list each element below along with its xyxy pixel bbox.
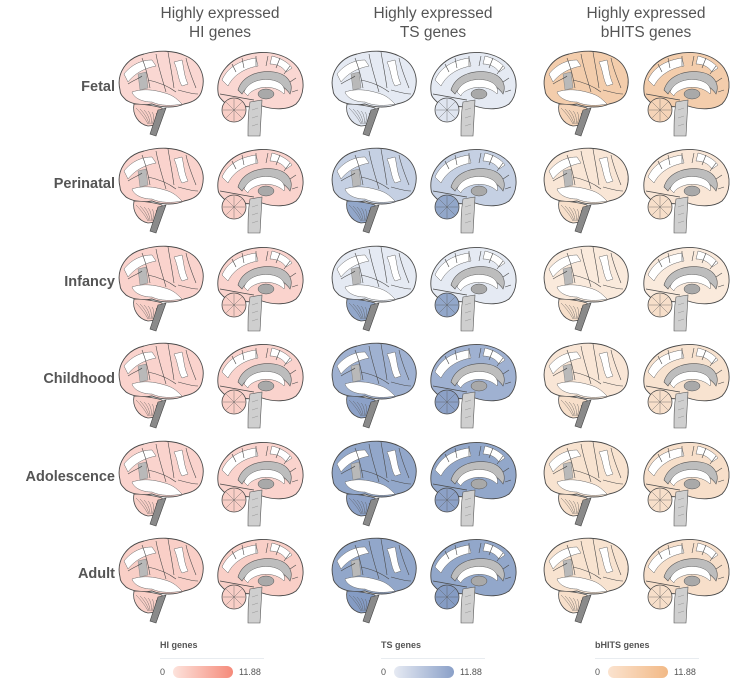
row-label-infancy: Infancy [64, 274, 115, 290]
legend-max-value: 11.88 [239, 667, 261, 677]
column-header-hi: Highly expressed HI genes [120, 4, 320, 42]
column-header-line1: Highly expressed [586, 5, 706, 22]
column-header-line2: bHITS genes [600, 24, 692, 41]
medial-brain-view [425, 531, 521, 632]
medial-brain-view [212, 141, 308, 242]
lateral-brain-view [537, 336, 633, 437]
legend-divider [595, 658, 699, 659]
lateral-brain-view [325, 44, 421, 145]
medial-brain-view [212, 434, 308, 535]
medial-brain-view [425, 141, 521, 242]
lateral-brain-view [325, 141, 421, 242]
medial-brain-view [212, 239, 308, 340]
lateral-brain-view [112, 239, 208, 340]
legend-gradient-bar [173, 666, 233, 678]
lateral-brain-view [325, 531, 421, 632]
medial-brain-view [425, 44, 521, 145]
lateral-brain-view [112, 44, 208, 145]
medial-brain-view [425, 434, 521, 535]
legend-gradient-bar [608, 666, 668, 678]
lateral-brain-view [325, 434, 421, 535]
legend-gradient-bar [394, 666, 454, 678]
medial-brain-view [212, 531, 308, 632]
column-header-line1: Highly expressed [160, 5, 280, 22]
lateral-brain-view [325, 336, 421, 437]
medial-brain-view [638, 141, 734, 242]
lateral-brain-view [537, 141, 633, 242]
row-label-adult: Adult [77, 566, 115, 582]
legend-max-value: 11.88 [460, 667, 482, 677]
legend-divider [160, 658, 264, 659]
column-header-line1: Highly expressed [373, 5, 493, 22]
legend-min-value: 0 [160, 667, 166, 677]
lateral-brain-view [537, 44, 633, 145]
row-label-fetal: Fetal [81, 79, 115, 95]
lateral-brain-view [112, 336, 208, 437]
medial-brain-view [638, 336, 734, 437]
medial-brain-view [212, 44, 308, 145]
row-label-adolescence: Adolescence [25, 469, 115, 485]
medial-brain-view [638, 239, 734, 340]
column-header-bhits: Highly expressed bHITS genes [546, 4, 746, 42]
medial-brain-view [425, 239, 521, 340]
lateral-brain-view [325, 239, 421, 340]
lateral-brain-view [537, 531, 633, 632]
lateral-brain-view [112, 434, 208, 535]
lateral-brain-view [112, 141, 208, 242]
column-header-ts: Highly expressed TS genes [333, 4, 533, 42]
column-header-line2: HI genes [188, 24, 252, 41]
medial-brain-view [638, 434, 734, 535]
lateral-brain-view [112, 531, 208, 632]
medial-brain-view [638, 531, 734, 632]
legend-divider [381, 658, 485, 659]
legend-title: HI genes [160, 640, 198, 650]
lateral-brain-view [537, 434, 633, 535]
row-label-childhood: Childhood [43, 371, 115, 387]
medial-brain-view [638, 44, 734, 145]
medial-brain-view [425, 336, 521, 437]
medial-brain-view [212, 336, 308, 437]
legend-min-value: 0 [595, 667, 601, 677]
legend-max-value: 11.88 [674, 667, 696, 677]
row-label-perinatal: Perinatal [53, 176, 115, 192]
column-header-line2: TS genes [399, 24, 467, 41]
lateral-brain-view [537, 239, 633, 340]
legend-title: TS genes [381, 640, 422, 650]
legend-title: bHITS genes [595, 640, 650, 650]
legend-min-value: 0 [381, 667, 387, 677]
